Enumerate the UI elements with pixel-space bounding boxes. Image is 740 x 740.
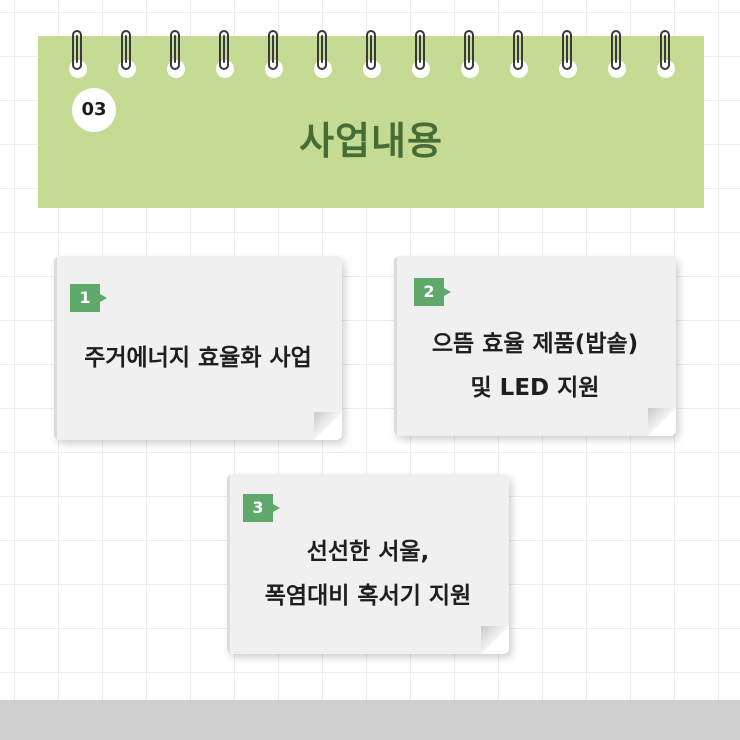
card-number-badge: 3 — [243, 494, 280, 522]
spiral-ring-icon — [265, 12, 283, 92]
page-title: 사업내용 — [299, 119, 443, 163]
card-number-badge: 1 — [70, 284, 107, 312]
ring-wire — [317, 30, 327, 70]
ring-wire — [611, 30, 621, 70]
ring-wire — [464, 30, 474, 70]
spiral-ring-icon — [167, 12, 185, 92]
ring-wire — [170, 30, 180, 70]
card-text: 주거에너지 효율화 사업 — [54, 336, 342, 380]
spiral-ring-icon — [69, 12, 87, 92]
card-text: 으뜸 효율 제품(밥솥) 및 LED 지원 — [394, 322, 676, 410]
spiral-ring-icon — [363, 12, 381, 92]
ring-wire — [513, 30, 523, 70]
ring-wire — [660, 30, 670, 70]
spiral-ring-icon — [608, 12, 626, 92]
section-number-badge: 03 — [72, 88, 116, 132]
ring-wire — [268, 30, 278, 70]
card-text: 선선한 서울, 폭염대비 혹서기 지원 — [227, 530, 509, 618]
notebook-header — [38, 30, 704, 208]
ring-wire — [562, 30, 572, 70]
card-2: 2 으뜸 효율 제품(밥솥) 및 LED 지원 — [394, 256, 676, 436]
ring-wire — [72, 30, 82, 70]
spiral-ring-icon — [314, 12, 332, 92]
spiral-ring-icon — [510, 12, 528, 92]
spiral-ring-icon — [461, 12, 479, 92]
bottom-band — [0, 700, 740, 740]
card-line: 선선한 서울, — [306, 539, 430, 565]
card-line: 및 LED 지원 — [470, 375, 600, 401]
ring-wire — [366, 30, 376, 70]
spiral-ring-icon — [412, 12, 430, 92]
card-line: 주거에너지 효율화 사업 — [84, 345, 312, 371]
card-number-badge: 2 — [414, 278, 451, 306]
spiral-ring-icon — [657, 12, 675, 92]
card-line: 폭염대비 혹서기 지원 — [264, 583, 472, 609]
spiral-ring-icon — [118, 12, 136, 92]
spiral-ring-icon — [216, 12, 234, 92]
ring-wire — [121, 30, 131, 70]
ring-wire — [415, 30, 425, 70]
card-line: 으뜸 효율 제품(밥솥) — [431, 331, 639, 357]
card-3: 3 선선한 서울, 폭염대비 혹서기 지원 — [227, 474, 509, 654]
card-1: 1 주거에너지 효율화 사업 — [54, 256, 342, 440]
spiral-ring-icon — [559, 12, 577, 92]
ring-wire — [219, 30, 229, 70]
